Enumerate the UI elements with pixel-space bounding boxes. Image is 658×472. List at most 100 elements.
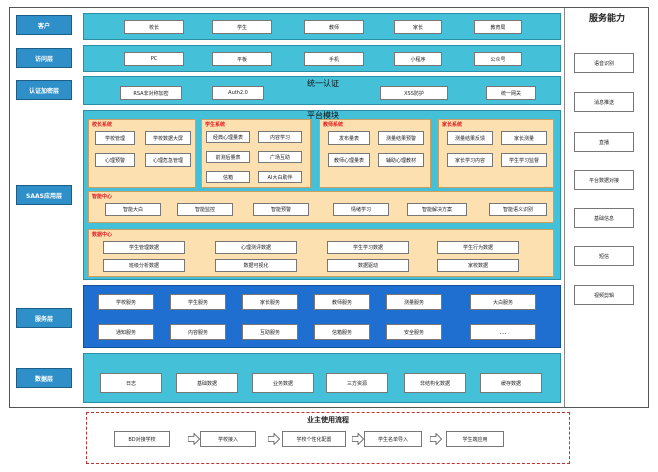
architecture-frame [9, 7, 649, 408]
layer-label-user: 客户 [16, 15, 72, 35]
auth-title: 统一认证 [307, 79, 339, 88]
service-item: 学生服务 [170, 294, 226, 310]
layer-label-auth: 认证加密层 [16, 80, 72, 100]
data-item: 家校数据 [437, 259, 519, 272]
data-item: 心理测评数据 [215, 241, 297, 254]
auth-item: Auth2.0 [212, 86, 264, 100]
module-item: 信箱 [206, 171, 250, 183]
data-item: 学生行为数据 [437, 241, 519, 254]
right-arrow-icon [268, 433, 280, 445]
usage-flow-frame [86, 412, 570, 464]
service-item: 通知服务 [98, 324, 154, 340]
service-item: 测量服务 [386, 294, 442, 310]
capability-item: 短信 [574, 246, 634, 266]
data-item: 数据驱动 [327, 259, 409, 272]
flow-step: 学校接入 [200, 431, 256, 447]
auth-layer-band: 统一认证 RSA非对称加密 Auth2.0 XSS防护 统一网关 [83, 76, 561, 105]
service-item: 学校服务 [98, 294, 154, 310]
data-layer-band: 日志 基础数据 业务数据 三方资源 非结构化数据 缓存数据 [83, 353, 561, 403]
user-item: 教师 [304, 20, 364, 34]
ai-item: 智能语义识别 [489, 203, 547, 216]
module-student: 学生系统 经典心理量表 内容学习 前测后量表 广场互助 信箱 AI大白助伴 [201, 119, 311, 188]
datalayer-item: 非结构化数据 [404, 373, 466, 393]
datalayer-item: 日志 [100, 373, 162, 393]
access-layer-band: PC 平板 手机 小程序 公众号 [83, 45, 561, 72]
service-item: 家长服务 [242, 294, 298, 310]
service-item-more: ... [470, 324, 536, 340]
module-item: 家长学习内容 [447, 153, 493, 167]
ai-item: 智能监控 [177, 203, 233, 216]
access-item: 平板 [212, 52, 272, 66]
auth-item: RSA非对称加密 [120, 86, 182, 100]
layer-label-access: 访问层 [16, 48, 72, 68]
datalayer-item: 三方资源 [326, 373, 388, 393]
datalayer-item: 缓存数据 [480, 373, 542, 393]
data-item: 数据可视化 [215, 259, 297, 272]
module-title: 教师系统 [323, 122, 344, 128]
module-item: 经典心理量表 [206, 131, 250, 143]
usage-flow-title: 业主使用流程 [307, 416, 349, 424]
capability-item: 直播 [574, 132, 634, 152]
service-layer-band: 学校服务 学生服务 家长服务 教师服务 测量服务 大白服务 通知服务 内容服务 … [83, 285, 561, 348]
service-item: 内容服务 [170, 324, 226, 340]
auth-item: 统一网关 [486, 86, 536, 100]
ai-center: 智能中心 智能大白 智能监控 智能预警 情绪学习 智能解决方案 智能语义识别 [88, 191, 554, 223]
auth-item: XSS防护 [380, 86, 448, 100]
ai-center-title: 智能中心 [92, 194, 113, 200]
user-item: 教育局 [474, 20, 522, 34]
module-item: 学生学习监督 [501, 153, 547, 167]
module-item: 发布量表 [328, 131, 370, 145]
flow-step: BD对接学校 [114, 431, 170, 447]
flow-step: 学生端应用 [446, 431, 504, 447]
capabilities-title: 服务能力 [588, 14, 625, 24]
capability-item: 语音识别 [574, 53, 634, 73]
right-arrow-icon [188, 433, 200, 445]
access-item: 手机 [304, 52, 364, 66]
access-item: PC [124, 52, 184, 66]
module-item: 辅助心理教材 [378, 153, 424, 167]
flow-step: 学生名单导入 [364, 431, 422, 447]
service-item: 安全服务 [386, 324, 442, 340]
datalayer-item: 基础数据 [176, 373, 238, 393]
access-item: 公众号 [474, 52, 522, 66]
data-item: 班级分析数据 [103, 259, 185, 272]
user-item: 学生 [212, 20, 272, 34]
module-item: 心理危急管理 [145, 153, 191, 167]
module-item: 内容学习 [258, 131, 302, 143]
layer-label-saas: SAAS应用层 [16, 185, 72, 205]
user-item: 家长 [394, 20, 442, 34]
module-parent: 家长系统 测量结果反馈 家长测量 家长学习内容 学生学习监督 [438, 119, 554, 188]
module-item: AI大白助伴 [258, 171, 302, 183]
module-item: 前测后量表 [206, 151, 250, 163]
service-item: 教师服务 [314, 294, 370, 310]
ai-item: 智能大白 [105, 203, 161, 216]
module-item: 家长测量 [501, 131, 547, 145]
data-center: 数据中心 学生管理数据 心理测评数据 学生学习数据 学生行为数据 班级分析数据 … [88, 229, 554, 277]
module-item: 测量结果反馈 [447, 131, 493, 145]
service-item: 信箱服务 [314, 324, 370, 340]
capability-item: 消息推送 [574, 92, 634, 112]
module-title: 学生系统 [205, 122, 226, 128]
data-item: 学生管理数据 [103, 241, 185, 254]
right-arrow-icon [430, 433, 442, 445]
data-center-title: 数据中心 [92, 232, 113, 238]
saas-layer-band: 平台模块 校长系统 学校管理 学校数据大屏 心理预警 心理危急管理 学生系统 经… [83, 110, 561, 280]
ai-item: 智能预警 [253, 203, 309, 216]
ai-item: 情绪学习 [333, 203, 389, 216]
capability-item: 视频剪辑 [574, 285, 634, 305]
module-teacher: 教师系统 发布量表 测量结果预警 教师心理量表 辅助心理教材 [319, 119, 431, 188]
module-item: 广场互助 [258, 151, 302, 163]
service-item: 大白服务 [470, 294, 536, 310]
module-title: 校长系统 [92, 122, 113, 128]
module-item: 测量结果预警 [378, 131, 424, 145]
module-item: 教师心理量表 [328, 153, 370, 167]
access-item: 小程序 [394, 52, 442, 66]
user-item: 校长 [124, 20, 184, 34]
flow-step: 学校个性化配置 [282, 431, 346, 447]
capability-item: 基础信息 [574, 208, 634, 228]
layer-label-data: 数据层 [16, 368, 72, 388]
datalayer-item: 业务数据 [252, 373, 314, 393]
layer-label-service: 服务层 [16, 308, 72, 328]
module-item: 心理预警 [95, 153, 135, 167]
capability-item: 平台数据对接 [574, 170, 634, 190]
